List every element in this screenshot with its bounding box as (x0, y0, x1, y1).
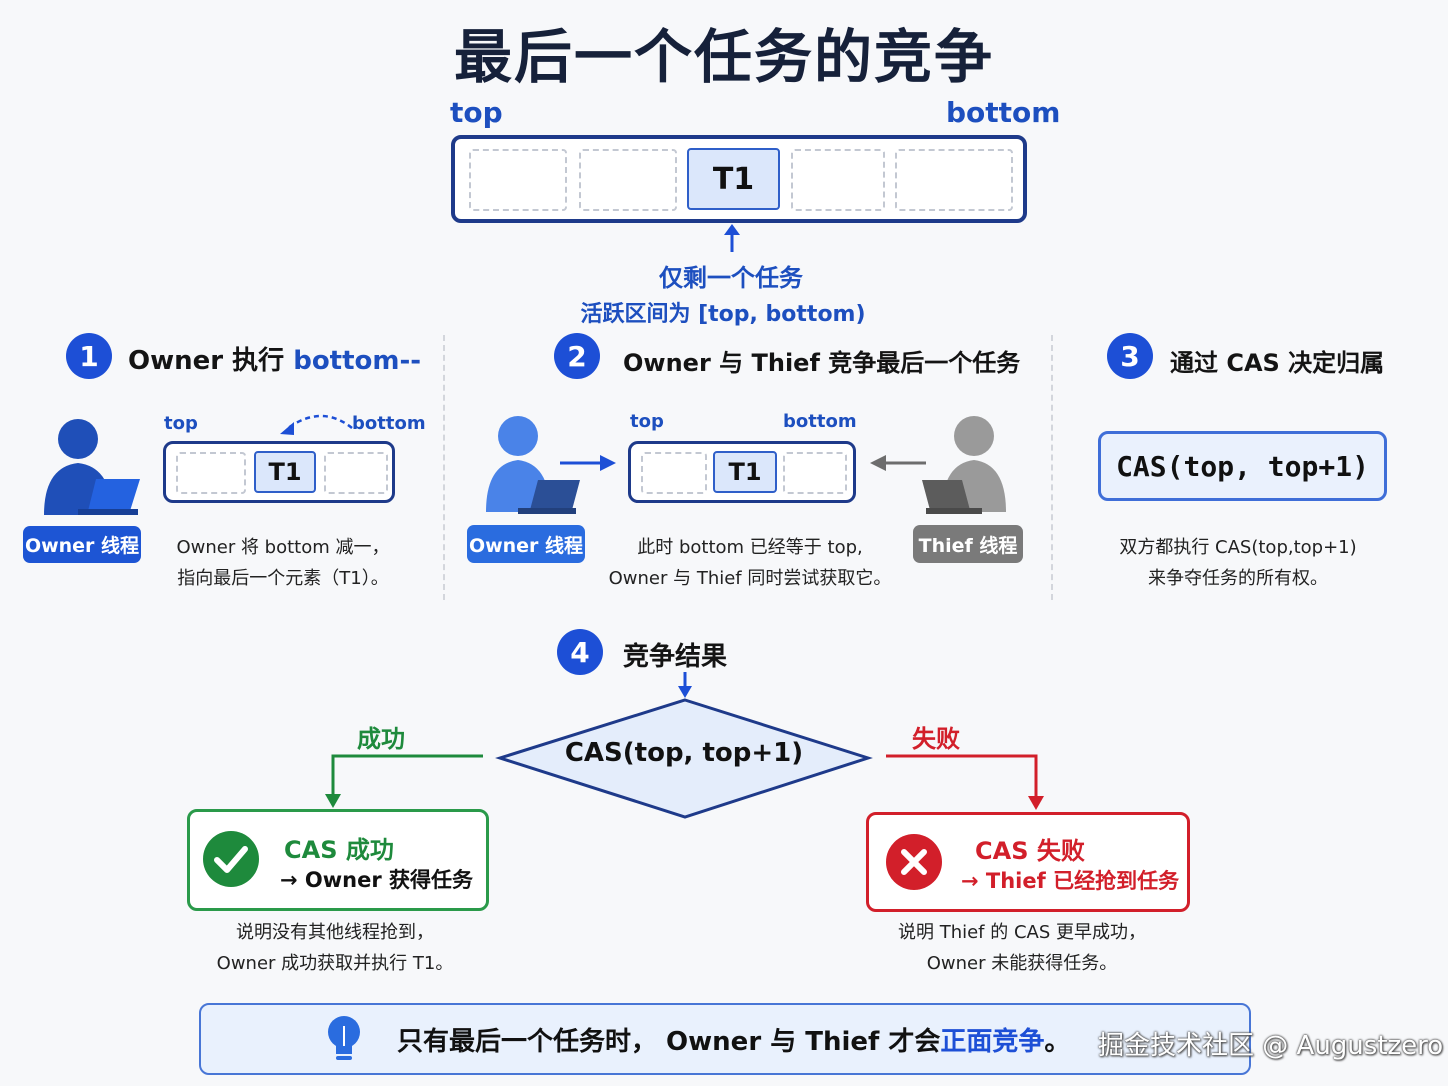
step3-desc-line: 双方都执行 CAS(top,top+1) (1119, 537, 1357, 558)
fail-label: 失败 (912, 725, 960, 753)
success-title: CAS 成功 (284, 836, 394, 864)
step1-bottom-label: bottom (352, 413, 426, 434)
check-icon (203, 831, 259, 887)
left-arrow-icon (870, 455, 926, 471)
task-t1: T1 (713, 451, 777, 493)
lightbulb-icon (328, 1016, 360, 1060)
cas-success-box: CAS 成功 → Owner 获得任务 (187, 809, 489, 911)
step1-desc-line: Owner 将 bottom 减一， (176, 537, 390, 558)
step1-description: Owner 将 bottom 减一， 指向最后一个元素（T1）。 (150, 532, 416, 594)
step1-top-label: top (164, 413, 198, 434)
fail-description: 说明 Thief 的 CAS 更早成功， Owner 未能获得任务。 (850, 917, 1194, 979)
note-active-range: 活跃区间为 [top, bottom) (580, 302, 866, 327)
footer-bar: 只有最后一个任务时， Owner 与 Thief 才会正面竞争。 (199, 1003, 1251, 1075)
step3-desc-line: 来争夺任务的所有权。 (1148, 568, 1328, 589)
task-t1: T1 (254, 451, 316, 493)
step3-title: 通过 CAS 决定归属 (1170, 349, 1385, 377)
step2-bottom-label: bottom (783, 411, 857, 432)
decision-diamond: CAS(top, top+1) (564, 738, 804, 768)
bottom-label: bottom (946, 96, 1061, 129)
step1-title: Owner 执行 bottom-- (128, 340, 421, 377)
page-title: 最后一个任务的竞争 (453, 23, 994, 91)
close-icon (886, 834, 942, 890)
owner-person-icon (486, 416, 580, 514)
top-label: top (450, 96, 503, 129)
step1-title-highlight: bottom-- (293, 346, 422, 376)
fail-title: CAS 失败 (975, 837, 1085, 865)
deque-slot (324, 452, 388, 494)
curved-arrow-icon (280, 414, 353, 435)
right-arrow-icon (560, 455, 616, 471)
step1-deque: T1 (163, 441, 395, 503)
step2-title: Owner 与 Thief 竞争最后一个任务 (623, 349, 1021, 377)
divider (443, 335, 445, 600)
footer-text: 只有最后一个任务时， Owner 与 Thief 才会正面竞争。 (397, 1021, 1070, 1058)
step2-top-label: top (630, 411, 664, 432)
step1-title-text: Owner 执行 (128, 346, 294, 376)
footer-text-main: 只有最后一个任务时， Owner 与 Thief 才会 (397, 1027, 941, 1057)
step-number-4: 4 (557, 629, 603, 675)
fail-desc-line: 说明 Thief 的 CAS 更早成功， (897, 922, 1146, 943)
owner-thread-badge: Owner 线程 (467, 525, 585, 563)
owner-person-icon (44, 419, 140, 515)
watermark: 掘金技术社区 @ Augustzero (1098, 1031, 1444, 1061)
top-deque: T1 (451, 135, 1027, 223)
cas-fail-box: CAS 失败 → Thief 已经抢到任务 (866, 812, 1190, 912)
step-number-3: 3 (1107, 333, 1153, 379)
up-arrow-icon (724, 224, 740, 252)
step3-description: 双方都执行 CAS(top,top+1) 来争夺任务的所有权。 (1080, 532, 1396, 594)
deque-slot (783, 452, 847, 494)
deque-slot (579, 149, 677, 211)
step2-desc-line: Owner 与 Thief 同时尝试获取它。 (608, 568, 892, 589)
note-only-one-task: 仅剩一个任务 (659, 264, 803, 292)
fail-subtitle: → Thief 已经抢到任务 (961, 869, 1180, 893)
deque-slot (791, 149, 885, 211)
thief-thread-badge: Thief 线程 (913, 525, 1023, 563)
thief-person-icon (922, 416, 1006, 514)
step-number-1: 1 (66, 333, 112, 379)
success-subtitle: → Owner 获得任务 (280, 868, 474, 892)
step2-desc-line: 此时 bottom 已经等于 top, (637, 537, 863, 558)
success-desc-line: 说明没有其他线程抢到， (236, 922, 434, 943)
owner-thread-badge: Owner 线程 (23, 526, 141, 563)
footer-text-highlight: 正面竞争 (940, 1027, 1045, 1057)
deque-slot (469, 149, 567, 211)
divider (1051, 335, 1053, 600)
task-t1: T1 (687, 148, 780, 210)
success-label: 成功 (357, 725, 405, 753)
cas-expression-box: CAS(top, top+1) (1098, 431, 1387, 501)
step2-deque: T1 (628, 441, 856, 503)
step1-desc-line: 指向最后一个元素（T1）。 (177, 568, 389, 589)
deque-slot (895, 149, 1013, 211)
footer-text-end: 。 (1044, 1027, 1071, 1057)
fail-desc-line: Owner 未能获得任务。 (926, 953, 1118, 974)
success-desc-line: Owner 成功获取并执行 T1。 (216, 953, 454, 974)
deque-slot (641, 452, 707, 494)
deque-slot (176, 452, 246, 494)
step2-description: 此时 bottom 已经等于 top, Owner 与 Thief 同时尝试获取… (590, 532, 910, 594)
step4-title: 竞争结果 (623, 642, 728, 672)
success-description: 说明没有其他线程抢到， Owner 成功获取并执行 T1。 (150, 917, 520, 979)
step-number-2: 2 (554, 333, 600, 379)
